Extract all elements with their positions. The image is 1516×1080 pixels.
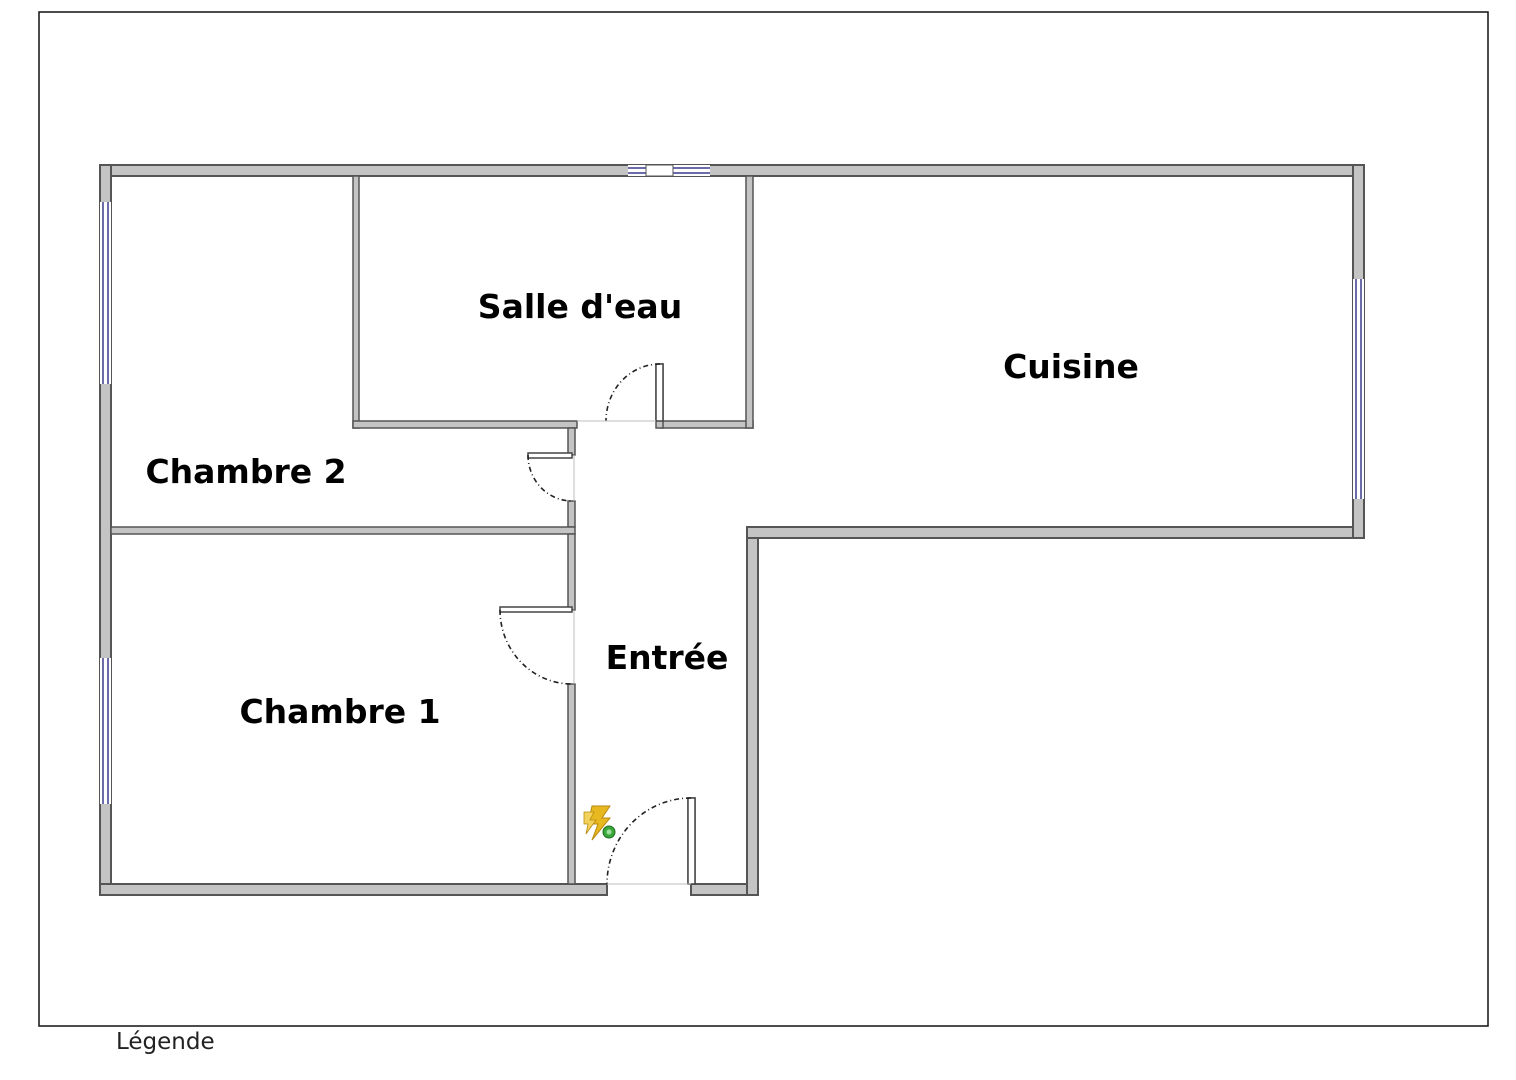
room-labels: Salle d'eau Cuisine Chambre 2 Chambre 1 … <box>145 287 1138 731</box>
windows <box>100 164 1364 804</box>
room-label-chambre-2: Chambre 2 <box>145 452 346 491</box>
wall-ch2-entree-upper <box>567 427 576 456</box>
legend-label: Légende <box>116 1029 215 1055</box>
wall-ch2-ch1 <box>110 526 576 535</box>
door-entrance <box>606 797 696 885</box>
wall-ch1-entree-lower <box>567 683 576 885</box>
room-label-cuisine: Cuisine <box>1003 347 1139 386</box>
doors <box>499 363 696 885</box>
wall-sde-cuisine <box>745 175 754 429</box>
door-salle-d-eau <box>577 363 664 422</box>
wall-bottom-left <box>99 883 608 896</box>
wall-ch1-entree-upper <box>567 533 576 611</box>
wall-entree-right <box>746 526 759 896</box>
wall-sde-bottom-left <box>352 420 578 429</box>
wall-ch2-sde <box>352 175 360 429</box>
room-label-entree: Entrée <box>606 638 729 677</box>
wall-cuisine-bottom <box>746 526 1365 539</box>
door-chambre-1 <box>499 606 575 685</box>
plan-frame <box>38 11 1489 1027</box>
room-label-salle-d-eau: Salle d'eau <box>478 287 682 326</box>
room-label-chambre-1: Chambre 1 <box>239 692 440 731</box>
lightning-bolt-icon <box>583 805 616 841</box>
wall-sde-bottom-right <box>660 420 754 429</box>
wall-ch2-entree-lower <box>567 500 576 528</box>
wall-top <box>99 164 1365 177</box>
door-chambre-2 <box>527 452 575 502</box>
interior-walls <box>110 175 754 885</box>
